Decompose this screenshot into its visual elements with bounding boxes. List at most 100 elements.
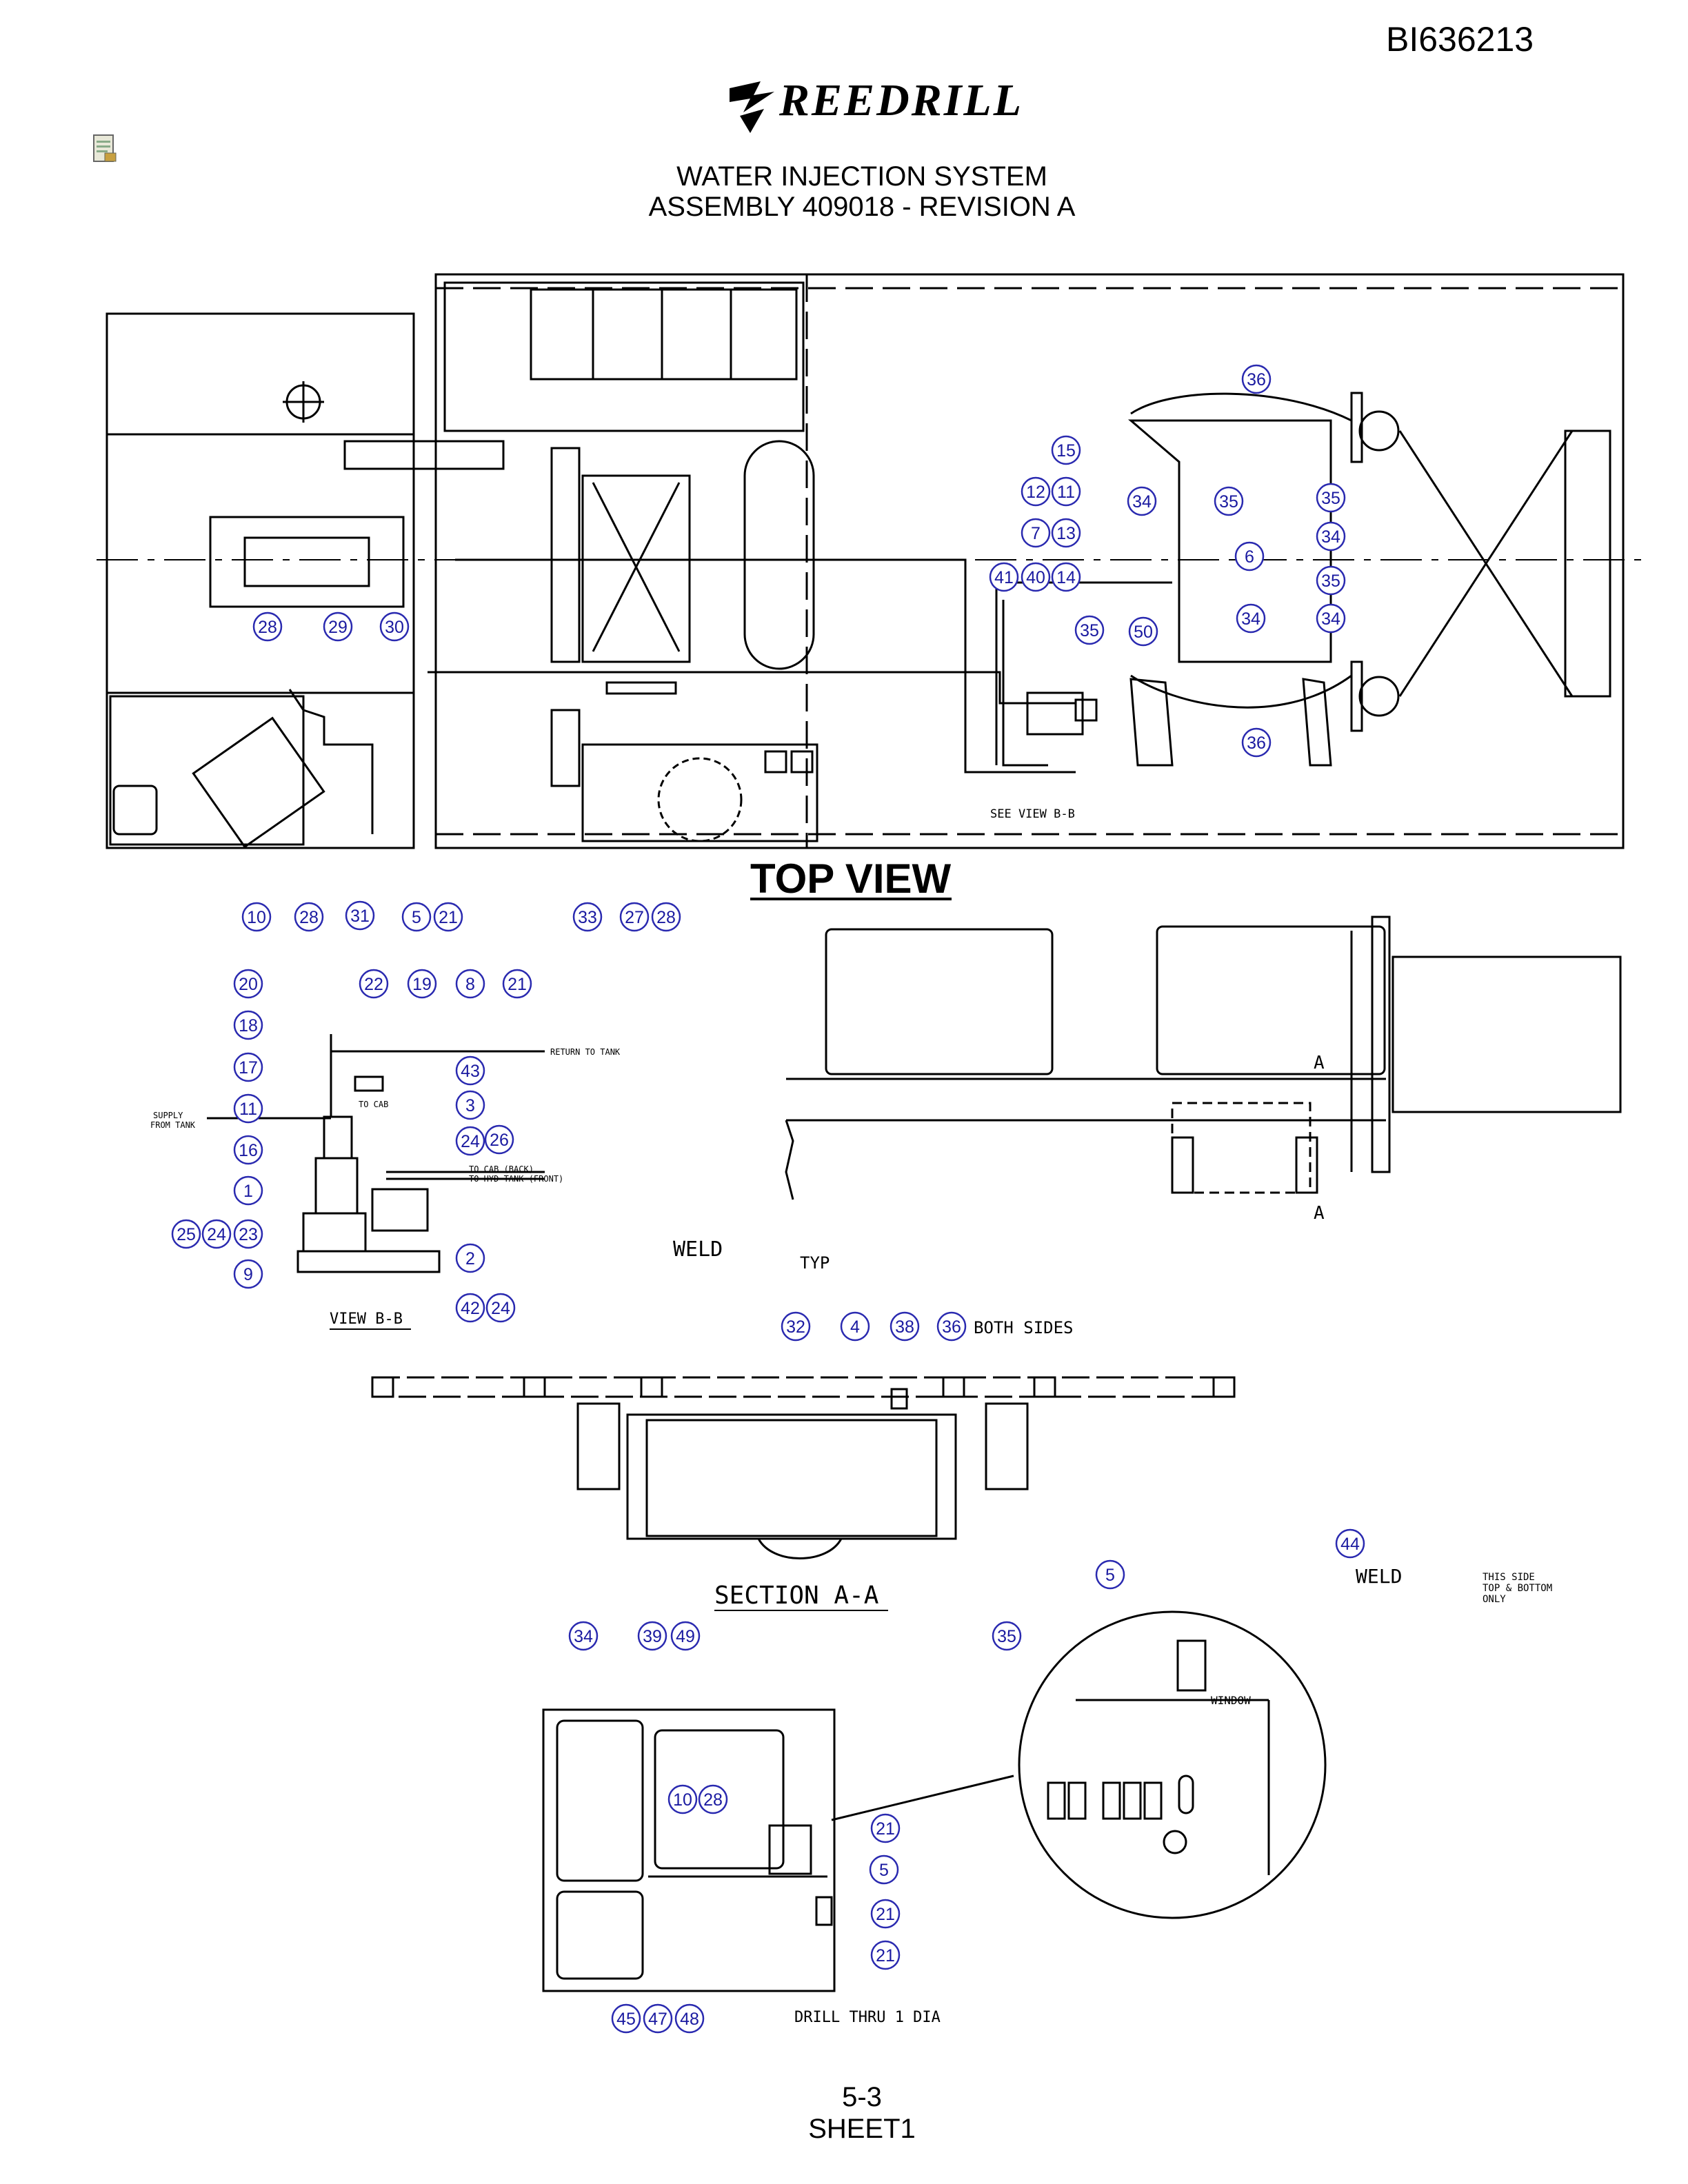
callout-bubble: 21 [870, 1899, 901, 1929]
svg-text:9: 9 [243, 1265, 253, 1284]
top-view-callouts: 36 15 12 11 34 35 35 7 13 34 6 41 40 14 … [241, 364, 1346, 932]
callout-bubble: 21 [870, 1813, 901, 1843]
svg-text:35: 35 [997, 1627, 1016, 1646]
callout-bubble: 5 [869, 1854, 899, 1885]
svg-text:11: 11 [239, 1100, 257, 1119]
callout-bubble: 42 [455, 1293, 485, 1323]
svg-text:28: 28 [299, 908, 319, 927]
callout-bubble: 26 [484, 1124, 514, 1155]
callout-bubble: 24 [455, 1126, 485, 1156]
cab-detail-drawing [542, 1610, 1327, 1992]
callout-bubble: 10 [241, 902, 272, 932]
svg-text:42: 42 [461, 1299, 480, 1318]
svg-text:35: 35 [1219, 492, 1238, 512]
callout-bubble: 45 [611, 2003, 641, 2034]
callout-bubble: 34 [1127, 486, 1157, 516]
callout-bubble: 12 [1021, 476, 1051, 507]
callout-bubble: 39 [637, 1621, 667, 1651]
svg-text:21: 21 [876, 1946, 895, 1965]
svg-text:23: 23 [239, 1225, 258, 1244]
page-number: 5-3 [842, 2082, 882, 2112]
callout-bubble: 25 [171, 1219, 201, 1249]
svg-text:8: 8 [465, 975, 475, 994]
callout-bubble: 16 [233, 1135, 263, 1165]
svg-text:21: 21 [876, 1905, 895, 1924]
section-aa-label: SECTION A-A [714, 1581, 879, 1610]
svg-text:36: 36 [942, 1317, 961, 1337]
svg-text:25: 25 [177, 1225, 196, 1244]
svg-text:34: 34 [1241, 609, 1260, 629]
supply-note-line2: FROM TANK [150, 1120, 196, 1130]
callout-bubble: 7 [1021, 518, 1051, 548]
svg-text:6: 6 [1245, 547, 1254, 567]
svg-text:41: 41 [994, 568, 1014, 587]
callout-bubble: 5 [1095, 1559, 1125, 1590]
to-cab-note: TO CAB [359, 1100, 388, 1109]
svg-text:26: 26 [490, 1131, 509, 1150]
callout-bubble: 17 [233, 1052, 263, 1082]
callout-bubble: 20 [233, 969, 263, 999]
both-sides-note: BOTH SIDES [974, 1318, 1074, 1337]
callout-bubble: 50 [1128, 616, 1158, 647]
callout-bubble: 43 [455, 1055, 485, 1086]
section-aa-drawing [371, 1376, 1236, 1559]
callout-bubble: 15 [1051, 435, 1081, 465]
callout-bubble: 34 [1316, 603, 1346, 634]
callout-bubble: 35 [1316, 565, 1346, 596]
svg-text:36: 36 [1247, 370, 1266, 390]
svg-text:40: 40 [1026, 568, 1045, 587]
svg-text:39: 39 [643, 1627, 662, 1646]
callout-bubble: 14 [1051, 562, 1081, 592]
svg-text:17: 17 [239, 1058, 258, 1078]
svg-text:11: 11 [1057, 483, 1075, 502]
svg-text:35: 35 [1080, 621, 1099, 640]
svg-text:34: 34 [1132, 492, 1152, 512]
window-note: WINDOW [1211, 1694, 1251, 1707]
callout-bubble: 36 [936, 1311, 967, 1342]
svg-text:35: 35 [1321, 489, 1340, 508]
document-file-icon[interactable] [91, 134, 119, 164]
section-marker-bottom: A [1314, 1203, 1325, 1224]
callout-bubble: 36 [1241, 364, 1272, 394]
top-bottom-note: TOP & BOTTOM [1483, 1583, 1552, 1594]
callout-bubble: 2 [455, 1243, 485, 1273]
callout-bubble: 47 [643, 2003, 673, 2034]
svg-text:21: 21 [876, 1819, 895, 1839]
callout-bubble: 44 [1335, 1528, 1365, 1559]
svg-text:44: 44 [1340, 1535, 1360, 1554]
callout-bubble: 40 [1021, 562, 1051, 592]
svg-text:38: 38 [895, 1317, 914, 1337]
svg-text:1: 1 [243, 1182, 253, 1201]
callout-bubble: 19 [407, 969, 437, 999]
document-id: BI636213 [1386, 20, 1534, 59]
typ-note: TYP [800, 1253, 830, 1273]
view-bb-drawing [207, 1034, 545, 1273]
svg-text:43: 43 [461, 1062, 480, 1081]
callout-bubble: 34 [1236, 603, 1266, 634]
callout-bubble: 24 [201, 1219, 232, 1249]
callout-bubble: 1 [233, 1175, 263, 1206]
svg-text:24: 24 [207, 1225, 226, 1244]
svg-text:50: 50 [1134, 623, 1153, 642]
svg-text:21: 21 [508, 975, 527, 994]
to-cab-back-note: TO CAB (BACK) [469, 1164, 534, 1174]
svg-text:27: 27 [625, 908, 644, 927]
callout-bubble: 23 [233, 1219, 263, 1249]
svg-text:10: 10 [247, 908, 266, 927]
brand-logo-text: REEDRILL [779, 75, 1024, 125]
svg-text:31: 31 [350, 907, 370, 926]
svg-text:24: 24 [491, 1299, 510, 1318]
side-view-drawing: A A [785, 916, 1622, 1224]
svg-text:15: 15 [1056, 441, 1076, 461]
callout-bubble: 34 [568, 1621, 599, 1651]
svg-text:19: 19 [412, 975, 432, 994]
svg-text:5: 5 [879, 1861, 889, 1880]
top-view-drawing [97, 273, 1641, 849]
svg-text:10: 10 [673, 1790, 692, 1810]
callout-bubble: 36 [1241, 727, 1272, 758]
callout-bubble: 13 [1051, 518, 1081, 548]
svg-text:16: 16 [239, 1141, 258, 1160]
weld-note-detail: WELD [1356, 1565, 1402, 1588]
callout-bubble: 8 [455, 969, 485, 999]
callout-bubble: 28 [651, 902, 681, 932]
